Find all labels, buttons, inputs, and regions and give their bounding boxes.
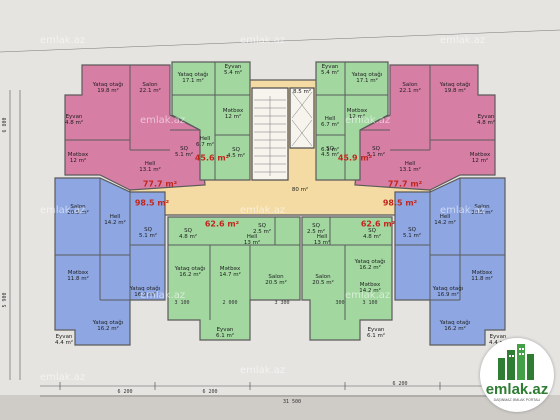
watermark: emlak.az (440, 205, 486, 216)
area-blue-right: 98.5 m² (382, 198, 418, 208)
dim-label: 6 200 (202, 389, 218, 395)
unit-pink-left (64, 64, 206, 191)
unit-green-top-right (315, 61, 389, 181)
dim-label: 31 500 (282, 399, 302, 405)
dim-label: 6 200 (392, 381, 408, 387)
watermark: emlak.az (345, 115, 391, 126)
watermark: emlak.az (345, 290, 391, 301)
area-blue-left: 98.5 m² (134, 198, 170, 208)
dim-label: 6 200 (117, 389, 133, 395)
watermark: emlak.az (240, 365, 286, 376)
dim-label: 6 800 (2, 117, 8, 133)
area-pink-left: 77.7 m² (142, 179, 178, 189)
dim-label: 3 100 (174, 300, 190, 306)
watermark: emlak.az (240, 35, 286, 46)
logo-subtitle: DAŞINMAZ ƏMLAK PORTALI (493, 398, 541, 402)
dim-label: 3 100 (362, 300, 378, 306)
sheet-border (0, 29, 560, 53)
watermark: emlak.az (140, 115, 186, 126)
stair-area: 6.1 m² (320, 146, 340, 153)
lift-shaft (289, 87, 315, 149)
watermark: emlak.az (40, 35, 86, 46)
watermark: emlak.az (140, 290, 186, 301)
lift-cross (291, 91, 313, 147)
lift-area: 8.5 m² (292, 88, 312, 95)
unit-green-top-left (171, 61, 251, 181)
corridor-area: 80 m² (291, 186, 309, 193)
logo-text: emlak.az (485, 381, 549, 398)
area-green-top-left: 45.6 m² (194, 153, 230, 163)
emlak-logo-badge[interactable]: emlak.az DAŞINMAZ ƏMLAK PORTALI (480, 338, 554, 412)
area-green-top-right: 45.9 m² (337, 153, 373, 163)
area-green-bottom-right: 62.6 m² (360, 219, 396, 229)
dim-label: 2 000 (222, 300, 238, 306)
watermark: emlak.az (240, 205, 286, 216)
paper-shadow (0, 395, 560, 420)
dim-label: 300 (335, 300, 345, 306)
stair-steps (254, 96, 286, 176)
watermark: emlak.az (440, 35, 486, 46)
watermark: emlak.az (40, 205, 86, 216)
watermark: emlak.az (40, 372, 86, 383)
area-green-bottom-left: 62.6 m² (204, 219, 240, 229)
building-skyline-icon (498, 344, 534, 380)
dim-label: 3 300 (274, 300, 290, 306)
area-pink-right: 77.7 m² (387, 179, 423, 189)
unit-green-bottom-right (301, 216, 393, 341)
dim-label: 5 900 (2, 292, 8, 308)
